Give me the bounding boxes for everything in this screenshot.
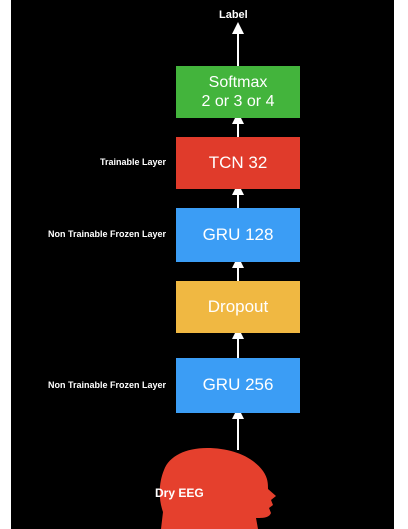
arrows-layer <box>159 22 276 529</box>
tcn-label: TCN 32 <box>208 152 268 172</box>
tcn-side-label: Trainable Layer <box>99 157 166 167</box>
dropout-block: Dropout <box>176 281 300 333</box>
dropout-label: Dropout <box>207 296 269 316</box>
gru256-side-label: Non Trainable Frozen Layer <box>47 380 166 390</box>
gru128-label: GRU 128 <box>202 224 274 244</box>
softmax-block: Softmax 2 or 3 or 4 <box>176 66 300 118</box>
diagram-canvas: Label Softmax 2 or 3 or 4 Trainable Laye… <box>11 0 394 529</box>
gru128-block: GRU 128 <box>176 208 300 262</box>
softmax-label-line-2: 2 or 3 or 4 <box>201 93 275 110</box>
output-label: Label <box>219 9 248 21</box>
gru256-label: GRU 256 <box>202 375 274 395</box>
gru128-side-label: Non Trainable Frozen Layer <box>47 229 166 239</box>
head-silhouette-icon <box>159 448 276 529</box>
tcn-block: TCN 32 <box>176 137 300 189</box>
softmax-label-line-1: Softmax <box>208 73 268 91</box>
gru256-block: GRU 256 <box>176 358 300 413</box>
input-label: Dry EEG <box>155 486 204 500</box>
